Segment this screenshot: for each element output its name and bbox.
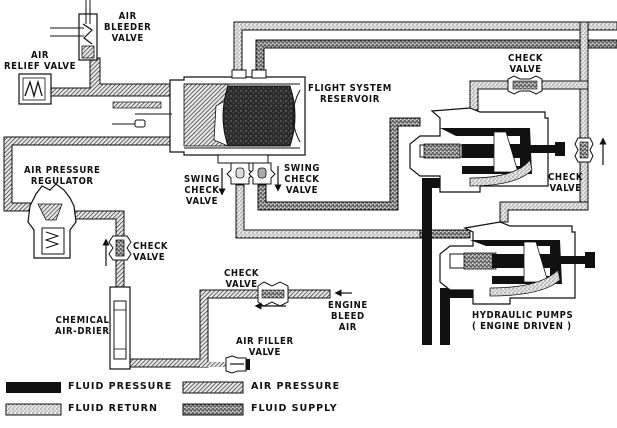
label-air-relief-valve: AIR RELIEF VALVE xyxy=(4,50,76,72)
label-hydraulic-pumps: HYDRAULIC PUMPS ( ENGINE DRIVEN ) xyxy=(472,310,573,332)
air-line-top xyxy=(47,57,171,97)
check-valve-top xyxy=(507,75,543,95)
label-line: AIR xyxy=(338,322,357,333)
label-line: RESERVOIR xyxy=(320,94,380,105)
swing-check-valve-right xyxy=(248,162,276,185)
label-line: VALVE xyxy=(111,33,144,44)
label-line: CHEMICAL xyxy=(55,315,110,326)
label-line: VALVE xyxy=(549,183,582,194)
label-line: CHECK xyxy=(224,268,260,279)
label-flight-system-reservoir: FLIGHT SYSTEM RESERVOIR xyxy=(308,83,392,105)
label-line: BLEED xyxy=(331,311,365,322)
check-valve-right xyxy=(574,137,594,163)
label-line: CHECK xyxy=(184,185,220,196)
label-air-pressure-regulator: AIR PRESSURE REGULATOR xyxy=(24,165,100,187)
air-line-filler xyxy=(200,362,226,367)
air-pressure-regulator xyxy=(27,183,77,259)
legend-label-air-pressure: AIR PRESSURE xyxy=(251,381,341,392)
label-line: AIR FILLER xyxy=(236,336,294,347)
label-swing-check-valve-right: SWING CHECK VALVE xyxy=(284,163,320,196)
label-line: FLIGHT SYSTEM xyxy=(308,83,392,94)
label-line: VALVE xyxy=(248,347,281,358)
hydraulic-pump-lower xyxy=(439,221,595,305)
hydraulic-pump-upper xyxy=(409,107,565,193)
label-line: ( ENGINE DRIVEN ) xyxy=(472,321,572,332)
label-check-valve-bleed: CHECK VALVE xyxy=(224,268,259,290)
check-valve-engine-bleed xyxy=(257,281,289,307)
label-check-valve-regulator: CHECK VALVE xyxy=(133,241,168,263)
legend-swatch-fluid-supply xyxy=(182,403,244,416)
check-valve-regulator xyxy=(108,235,132,261)
label-line: REGULATOR xyxy=(30,176,94,187)
return-line-swing-right xyxy=(257,117,421,211)
air-line-bleed-in xyxy=(284,289,331,299)
label-line: HYDRAULIC PUMPS xyxy=(472,310,574,321)
legend-label-fluid-return: FLUID RETURN xyxy=(68,403,158,414)
label-line: AIR xyxy=(30,50,50,61)
label-line: SWING xyxy=(184,174,220,185)
supply-line-top-inner xyxy=(255,39,617,74)
label-line: AIR-DRIER xyxy=(55,326,110,337)
label-line: CHECK xyxy=(508,53,544,64)
air-filler-valve xyxy=(225,355,250,374)
return-line-lower-pump xyxy=(499,201,589,223)
label-line: AIR PRESSURE xyxy=(24,165,101,176)
label-line: SWING xyxy=(284,163,320,174)
label-line: VALVE xyxy=(133,252,166,263)
pressure-line-lower-pump xyxy=(440,288,475,345)
flight-system-reservoir xyxy=(112,69,306,164)
label-air-filler-valve: AIR FILLER VALVE xyxy=(236,336,294,358)
label-line: VALVE xyxy=(285,185,319,196)
air-bleeder-valve xyxy=(50,0,98,61)
air-relief-valve xyxy=(18,73,52,105)
swing-check-valve-left xyxy=(226,162,254,185)
label-line: CHECK xyxy=(548,172,584,183)
label-line: VALVE xyxy=(225,279,258,290)
supply-line-lower-pump xyxy=(419,229,471,239)
label-line: AIR xyxy=(118,11,137,22)
label-line: VALVE xyxy=(185,196,219,207)
legend-label-fluid-supply: FLUID SUPPLY xyxy=(251,403,338,414)
label-chemical-air-drier: CHEMICAL AIR-DRIER xyxy=(55,315,110,337)
label-line: ENGINE xyxy=(328,300,368,311)
label-air-bleeder-valve: AIR BLEEDER VALVE xyxy=(104,11,151,44)
chemical-air-drier xyxy=(109,286,131,370)
legend-swatch-fluid-return xyxy=(5,403,62,416)
label-line: RELIEF VALVE xyxy=(4,61,77,72)
label-line: CHECK xyxy=(133,241,169,252)
label-line: CHECK xyxy=(284,174,320,185)
label-engine-bleed-air: ENGINE BLEED AIR xyxy=(328,300,368,333)
label-check-valve-top: CHECK VALVE xyxy=(508,53,543,75)
label-line: VALVE xyxy=(509,64,542,75)
legend-label-fluid-pressure: FLUID PRESSURE xyxy=(68,381,173,392)
label-check-valve-right: CHECK VALVE xyxy=(548,172,583,194)
label-swing-check-valve-left: SWING CHECK VALVE xyxy=(184,174,220,207)
legend-swatch-fluid-pressure xyxy=(6,382,61,393)
pressure-line-upper-pump xyxy=(420,178,440,345)
legend-swatch-air-pressure xyxy=(182,381,244,394)
label-line: BLEEDER xyxy=(104,22,152,33)
